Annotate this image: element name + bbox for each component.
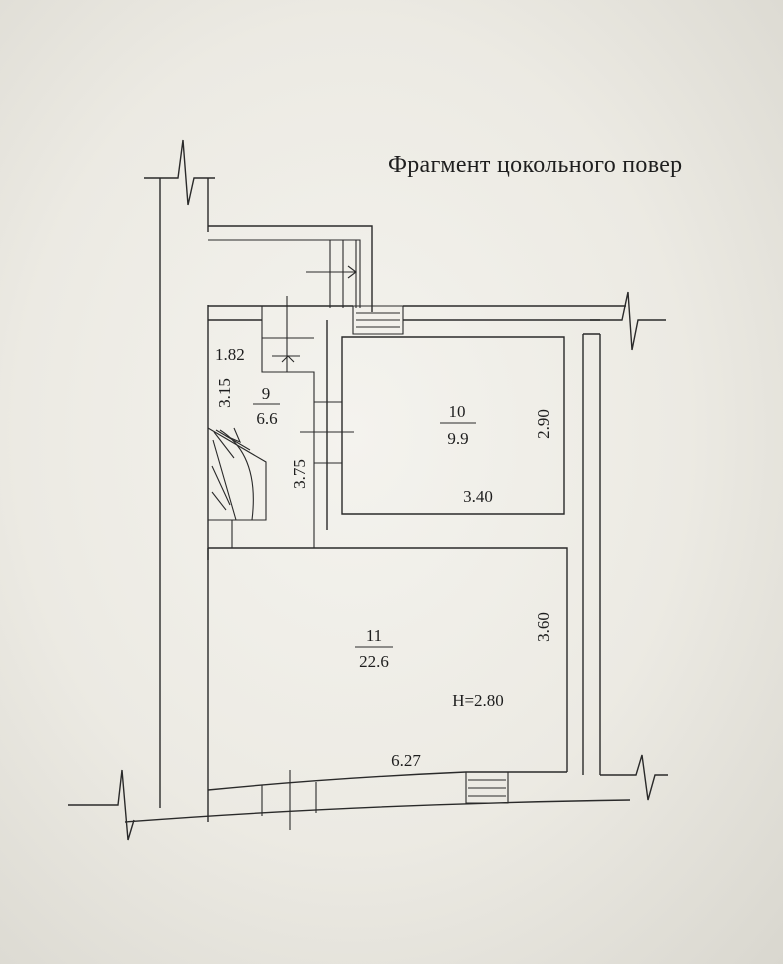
left-outer-wall bbox=[144, 139, 215, 822]
dimension-2-90: 2.90 bbox=[534, 409, 553, 439]
dimension-3-60: 3.60 bbox=[534, 612, 553, 642]
room-9-area: 6.6 bbox=[256, 409, 277, 428]
right-outer-wall bbox=[582, 333, 668, 801]
room-11-number: 11 bbox=[366, 626, 382, 645]
room-11-area: 22.6 bbox=[359, 652, 389, 671]
dimension-1-82: 1.82 bbox=[215, 345, 245, 364]
room-9-label: 9 6.6 bbox=[253, 384, 280, 428]
plan-title: Фрагмент цокольного повер bbox=[388, 152, 683, 178]
room-10-number: 10 bbox=[449, 402, 466, 421]
ceiling-height: H=2.80 bbox=[452, 691, 504, 710]
room-10-label: 10 9.9 bbox=[440, 402, 476, 448]
top-annex bbox=[208, 225, 373, 312]
room-9-outline bbox=[207, 296, 315, 548]
room-10-outline bbox=[300, 320, 565, 530]
dimension-3-15: 3.15 bbox=[215, 378, 234, 408]
dimension-6-27: 6.27 bbox=[391, 751, 421, 770]
room-9-number: 9 bbox=[262, 384, 271, 403]
dimension-3-40: 3.40 bbox=[463, 487, 493, 506]
bottom-wall bbox=[68, 769, 631, 841]
top-wall bbox=[208, 291, 666, 351]
dimension-3-75: 3.75 bbox=[290, 459, 309, 489]
room-11-label: 11 22.6 bbox=[355, 626, 393, 671]
room-10-area: 9.9 bbox=[447, 429, 468, 448]
